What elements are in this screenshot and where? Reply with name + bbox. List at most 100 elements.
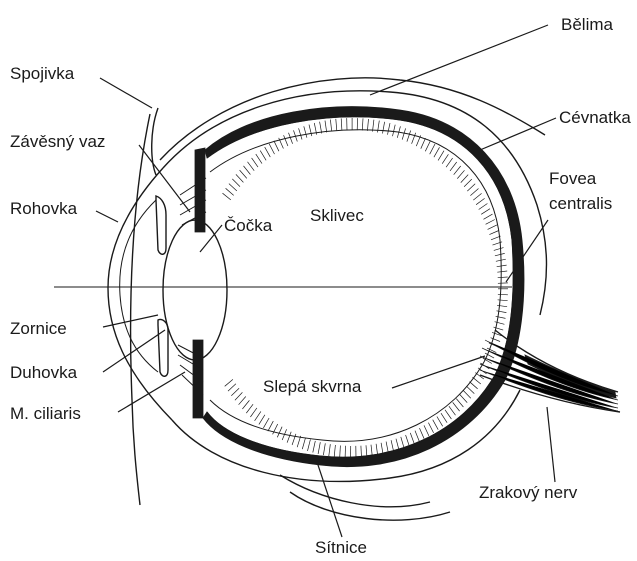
retina-hatch-mark [396, 439, 399, 450]
retina-hatch-mark [495, 253, 505, 255]
retina-hatch-mark [250, 408, 257, 417]
retina-hatch-mark [437, 417, 443, 427]
retina-hatch-mark [402, 128, 405, 139]
retina-hatch-mark [367, 119, 368, 131]
label-slepa-skvrna: Slepá skvrna [263, 377, 362, 396]
retina-hatch-mark [456, 399, 463, 407]
retina-hatch-mark [442, 154, 448, 163]
retina-hatch-mark [235, 392, 243, 400]
retina-hatch-mark [449, 406, 456, 415]
retina-hatch-mark [225, 379, 233, 386]
retina-hatch-mark [454, 166, 461, 175]
retina-hatch-mark [231, 388, 239, 396]
retina-hatch-mark [463, 390, 471, 398]
retina-hatch-mark [265, 147, 271, 157]
retina-hatch-mark [488, 225, 497, 230]
retina-hatch-mark [302, 438, 305, 449]
retina-hatch-mark [383, 122, 385, 134]
retina-hatch-mark [259, 415, 265, 425]
retina-hatch-mark [434, 147, 440, 157]
retina-hatch-mark [466, 386, 474, 394]
retina-hatch-mark [473, 377, 481, 384]
retina-hatch-mark [223, 193, 231, 200]
retina-hatch-mark [304, 126, 307, 137]
retina-hatch-mark [274, 141, 279, 151]
retina-hatch-mark [438, 151, 444, 161]
label-spojivka: Spojivka [10, 64, 75, 83]
retina-hatch-mark [424, 425, 429, 436]
retina-hatch-mark [425, 141, 430, 151]
label-fovea-line2: centralis [549, 194, 612, 213]
retina-hatch-mark [386, 442, 388, 454]
label-zrakovy-nerv: Zrakový nerv [479, 483, 578, 502]
retina-hatch-mark [391, 440, 394, 452]
ciliary-body-lower [178, 340, 203, 418]
label-cocka: Čočka [224, 216, 273, 235]
retina-hatch-mark [464, 179, 472, 187]
iris-lower [158, 319, 168, 376]
retina-hatch-mark [495, 322, 505, 325]
retina-hatch-mark [381, 443, 383, 455]
retina-hatch-mark [318, 442, 320, 454]
label-rohovka: Rohovka [10, 199, 78, 218]
retina-hatch-mark [498, 277, 508, 278]
retina-hatch-mark [497, 311, 507, 313]
retina-hatch-mark [445, 410, 451, 419]
label-sklivec: Sklivec [310, 206, 364, 225]
retina-hatch-mark [246, 404, 253, 413]
retina-hatch-mark [430, 144, 435, 154]
retina-hatch-mark [287, 432, 291, 443]
retina-hatch-mark [309, 125, 312, 137]
retina-hatch-mark [255, 411, 261, 420]
iris-upper [156, 196, 166, 254]
retina-hatch-mark [479, 204, 488, 210]
conjunctiva [131, 108, 158, 505]
retina-hatch-mark [481, 209, 490, 215]
retina-hatch-mark [433, 420, 439, 430]
retina-hatch-mark [410, 433, 414, 444]
retina-hatch-mark [240, 170, 247, 178]
retina-hatch-mark [407, 131, 411, 142]
retina-hatch-mark [229, 184, 237, 191]
label-duhovka: Duhovka [10, 363, 78, 382]
label-sitnice: Sítnice [315, 538, 367, 557]
retina-hatch-mark [329, 444, 331, 456]
label-zornice: Zornice [10, 319, 67, 338]
retina-hatch-mark [401, 437, 404, 448]
retina-hatch-mark [406, 435, 410, 446]
retina-hatch-mark [496, 316, 506, 318]
retina-hatch-mark [248, 162, 255, 171]
retina-hatch-mark [371, 445, 372, 457]
retina-hatch-mark [242, 400, 249, 409]
retina-hatch-mark [313, 441, 316, 453]
retina-hatch-mark [263, 418, 269, 428]
retina-hatch-mark [366, 445, 367, 457]
retina-hatch-mark [453, 402, 460, 411]
retina-hatch-mark [476, 198, 485, 204]
retina-hatch-mark [498, 300, 508, 301]
retina-hatch-mark [323, 443, 325, 455]
retina-hatch-mark [484, 214, 493, 219]
sclera-outer [163, 91, 546, 315]
retina-hatch-mark [486, 220, 495, 225]
retina-hatch-mark [362, 118, 363, 130]
retina-hatch-mark [497, 271, 507, 272]
retina-hatch-mark [297, 436, 301, 447]
retina-hatch-mark [277, 427, 282, 438]
retina-hatch-mark [269, 144, 274, 154]
retina-hatch-mark [498, 294, 508, 295]
retina-hatch-mark [494, 248, 504, 251]
retina-hatch-mark [361, 446, 362, 458]
retina-hatch-mark [467, 184, 475, 191]
retina-hatch-mark [415, 431, 419, 442]
retina-hatch-mark [497, 305, 507, 306]
retina-hatch-mark [428, 423, 433, 433]
retina-hatch-mark [460, 395, 467, 403]
label-cevnatka: Cévnatka [559, 108, 631, 127]
retina-hatch-mark [252, 158, 258, 167]
retina-hatch-mark [461, 175, 468, 183]
retina-hatch-mark [330, 120, 331, 132]
label-m-ciliaris: M. ciliaris [10, 404, 81, 423]
retina-hatch-mark [441, 413, 447, 423]
